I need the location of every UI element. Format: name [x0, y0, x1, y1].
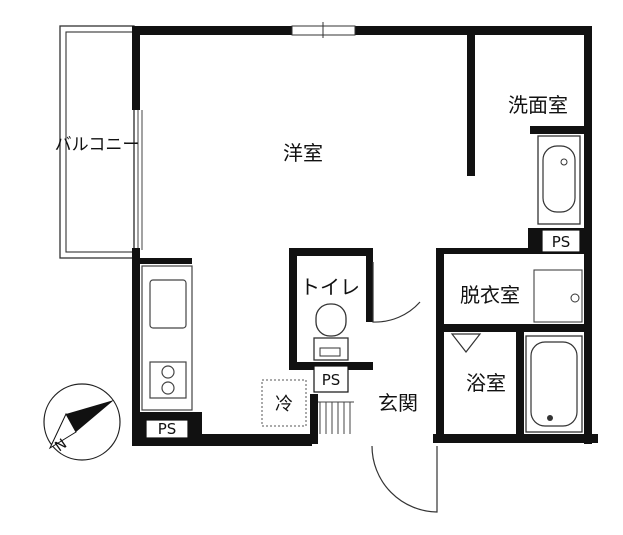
- bath-door-marker: [450, 333, 482, 353]
- compass-icon: N: [43, 383, 121, 461]
- room-label-bath: 浴室: [466, 371, 506, 395]
- room-label-toilet: トイレ: [300, 275, 360, 299]
- washer-space: [533, 269, 583, 323]
- burner-icon: [161, 381, 175, 395]
- toilet-fixture: [313, 303, 349, 361]
- front-door-swing: [371, 445, 438, 513]
- svg-text:PS: PS: [552, 233, 571, 251]
- ps-label: PS: [541, 229, 581, 253]
- room-label-dressing: 脱衣室: [460, 283, 520, 307]
- ps-label: PS: [145, 419, 189, 439]
- svg-text:PS: PS: [322, 371, 341, 389]
- kitchen: [141, 265, 193, 411]
- sink: [149, 279, 187, 329]
- room-label-washroom: 洗面室: [508, 93, 568, 117]
- bathtub: [525, 335, 583, 433]
- fridge-space: [261, 379, 307, 427]
- svg-text:PS: PS: [158, 420, 177, 438]
- washbasin: [537, 135, 581, 225]
- room-label-fridge: 冷: [275, 394, 293, 415]
- balcony: [59, 25, 143, 259]
- room-label-balcony: バルコニー: [55, 135, 140, 155]
- room-label-entrance: 玄関: [378, 391, 418, 415]
- toilet-door-swing: [372, 262, 421, 323]
- room-label-western: 洋室: [283, 141, 323, 165]
- ps-label: PS: [313, 365, 349, 393]
- burner-icon: [161, 365, 175, 379]
- stove: [149, 361, 187, 399]
- walls: [132, 22, 598, 446]
- entrance-step: [318, 401, 354, 434]
